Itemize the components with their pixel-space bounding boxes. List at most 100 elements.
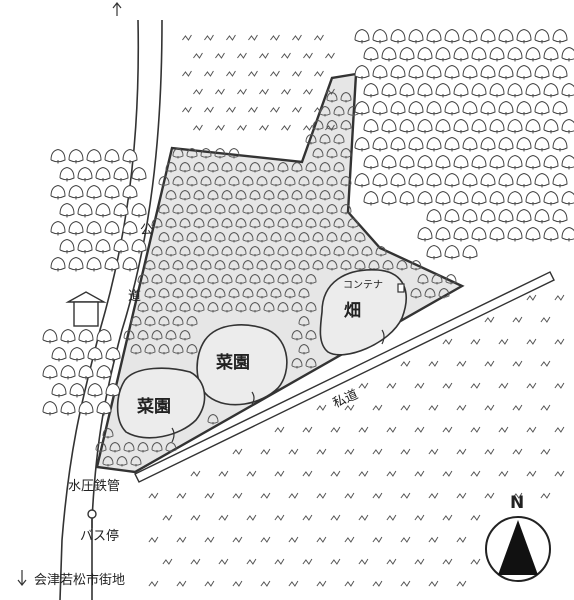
tree-icon xyxy=(426,100,442,116)
tree-icon xyxy=(86,184,102,200)
grass-mark xyxy=(526,338,537,345)
tree-icon xyxy=(109,442,121,453)
grass-mark xyxy=(484,448,495,455)
tree-icon xyxy=(408,172,424,188)
grass-mark xyxy=(428,360,439,367)
tree-icon xyxy=(333,218,345,229)
grass-mark xyxy=(400,492,411,499)
grass-mark xyxy=(470,514,481,521)
tree-icon xyxy=(214,260,226,271)
tree-icon xyxy=(179,302,191,313)
water-pipe-label: 水圧鉄管 xyxy=(68,479,120,494)
tree-icon xyxy=(68,220,84,236)
tree-icon xyxy=(426,208,442,224)
tree-icon xyxy=(193,162,205,173)
tree-icon xyxy=(319,190,331,201)
grass-mark xyxy=(442,470,453,477)
tree-icon xyxy=(221,190,233,201)
tree-icon xyxy=(214,148,226,159)
tree-icon xyxy=(96,400,112,416)
private-road xyxy=(134,271,555,483)
grass-mark xyxy=(456,404,467,411)
tree-icon xyxy=(462,244,478,260)
grass-mark xyxy=(176,536,187,543)
tree-icon xyxy=(498,100,514,116)
grass-mark xyxy=(176,492,187,499)
tree-icon xyxy=(228,260,240,271)
tree-icon xyxy=(179,218,191,229)
tree-icon xyxy=(507,46,523,62)
tree-icon xyxy=(69,346,85,362)
grass-mark xyxy=(428,404,439,411)
tree-icon xyxy=(480,208,496,224)
grass-mark xyxy=(554,294,565,301)
garden-label-2: 菜園 xyxy=(136,397,171,417)
tree-icon xyxy=(480,64,496,80)
tree-icon xyxy=(462,28,478,44)
garden-label-1: 菜園 xyxy=(215,353,250,373)
tree-icon xyxy=(408,28,424,44)
grass-mark xyxy=(344,580,355,587)
tree-icon xyxy=(561,226,574,242)
tree-icon xyxy=(158,204,170,215)
grass-mark xyxy=(218,470,229,477)
tree-icon xyxy=(284,176,296,187)
tree-icon xyxy=(131,238,147,254)
tree-icon xyxy=(172,344,184,355)
tree-icon xyxy=(319,106,331,117)
tree-icon xyxy=(305,358,317,369)
tree-icon xyxy=(326,148,338,159)
grass-mark xyxy=(281,124,291,131)
tree-icon xyxy=(291,190,303,201)
tree-icon xyxy=(498,136,514,152)
grass-mark xyxy=(190,470,201,477)
tree-icon xyxy=(130,456,142,467)
grass-mark xyxy=(288,448,299,455)
grass-mark xyxy=(292,34,302,41)
tree-icon xyxy=(151,218,163,229)
grass-mark xyxy=(226,70,236,77)
tree-icon xyxy=(489,82,505,98)
tree-icon xyxy=(193,302,205,313)
tree-icon xyxy=(312,120,324,131)
tree-icon xyxy=(249,246,261,257)
tree-icon xyxy=(200,260,212,271)
tree-icon xyxy=(354,232,366,243)
tree-icon xyxy=(186,288,198,299)
garden-area-2 xyxy=(116,367,206,439)
tree-icon xyxy=(534,136,550,152)
grass-mark xyxy=(386,470,397,477)
grass-mark xyxy=(316,536,327,543)
tree-icon xyxy=(480,28,496,44)
tree-icon xyxy=(69,382,85,398)
grass-mark xyxy=(442,514,453,521)
tree-icon xyxy=(284,232,296,243)
tree-icon xyxy=(390,28,406,44)
tree-icon xyxy=(158,176,170,187)
tree-icon xyxy=(200,176,212,187)
tree-icon xyxy=(390,172,406,188)
tree-icon xyxy=(207,274,219,285)
grass-mark xyxy=(232,580,243,587)
tree-icon xyxy=(453,82,469,98)
tree-icon xyxy=(340,120,352,131)
grass-mark xyxy=(442,382,453,389)
grass-mark xyxy=(498,382,509,389)
tree-icon xyxy=(489,226,505,242)
grass-mark xyxy=(526,382,537,389)
tree-icon xyxy=(172,316,184,327)
tree-icon xyxy=(552,64,568,80)
tree-icon xyxy=(172,204,184,215)
grass-mark xyxy=(512,448,523,455)
grass-mark xyxy=(484,404,495,411)
tree-icon xyxy=(151,274,163,285)
grass-mark xyxy=(484,492,495,499)
grass-mark xyxy=(288,536,299,543)
grass-mark xyxy=(274,558,285,565)
tree-icon xyxy=(298,260,310,271)
tree-icon xyxy=(122,256,138,272)
tree-icon xyxy=(489,118,505,134)
tree-icon xyxy=(561,118,574,134)
tree-icon xyxy=(340,176,352,187)
tree-icon xyxy=(179,274,191,285)
